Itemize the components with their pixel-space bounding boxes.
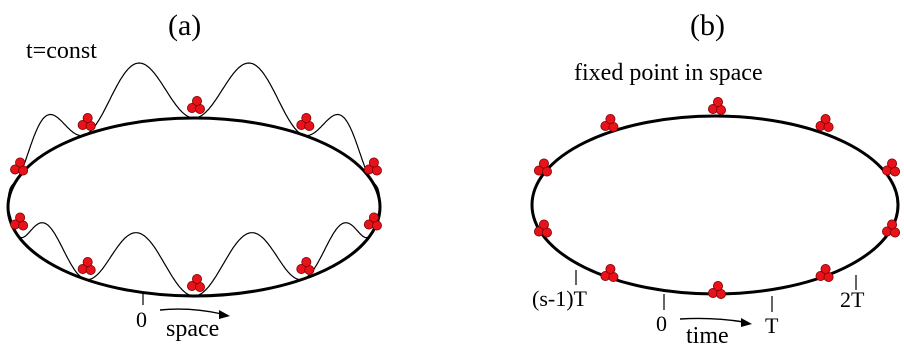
particle-cluster <box>10 157 29 176</box>
particle-clusters-a <box>10 96 382 292</box>
particle <box>605 113 616 124</box>
particle <box>301 257 312 268</box>
particle-cluster <box>77 112 96 131</box>
tick-label-s-minus-1: (s-1)T <box>532 286 588 311</box>
panel-a-caption: t=const <box>26 38 97 64</box>
axis-label-time: time <box>686 323 729 346</box>
particle <box>368 212 379 223</box>
particle <box>605 264 616 275</box>
particle-cluster <box>363 212 382 231</box>
particle <box>887 219 898 230</box>
particle <box>15 157 26 168</box>
particle-cluster <box>600 264 619 283</box>
particle-cluster <box>186 96 205 115</box>
time-arrowhead <box>741 318 752 327</box>
particle-cluster <box>815 264 834 283</box>
panel-a-label: (a) <box>168 9 201 42</box>
particle-cluster <box>186 273 205 292</box>
particle-cluster <box>533 158 552 177</box>
axis-label-space: space <box>166 316 219 342</box>
particle-cluster <box>77 257 96 276</box>
particle <box>82 112 93 123</box>
tick-label-zero: 0 <box>656 311 667 336</box>
ring-b <box>530 114 900 296</box>
particle-cluster <box>533 219 552 238</box>
particle <box>82 257 93 268</box>
particle <box>301 112 312 123</box>
particle-cluster <box>708 97 727 116</box>
particle <box>538 158 549 169</box>
particle <box>820 113 831 124</box>
particle <box>191 273 202 284</box>
particle-cluster <box>363 157 382 176</box>
particle <box>191 96 202 107</box>
particle-cluster <box>882 219 901 238</box>
wave-back <box>7 62 381 207</box>
panel-b-caption: fixed point in space <box>574 60 763 86</box>
particle-clusters-b <box>533 97 901 299</box>
particle <box>538 219 549 230</box>
particle <box>368 157 379 168</box>
particle-cluster <box>10 212 29 231</box>
ring-a <box>6 116 382 298</box>
panel-a: (a) t=const 0 space <box>6 9 382 342</box>
particle-cluster <box>296 112 315 131</box>
tick-label-2t: 2T <box>840 287 865 312</box>
panel-b-label: (b) <box>690 9 725 42</box>
particle <box>15 212 26 223</box>
particle-cluster <box>296 257 315 276</box>
particle-cluster <box>815 113 834 132</box>
panel-b: (b) fixed point in space (s-1)T 0 T 2T t… <box>530 9 901 346</box>
space-arrowhead <box>219 310 230 319</box>
tick-label-t: T <box>765 313 779 338</box>
space-arrow <box>159 308 223 315</box>
wave-front <box>7 207 381 297</box>
particle <box>820 264 831 275</box>
particle-cluster <box>882 158 901 177</box>
particle-cluster <box>600 113 619 132</box>
particle <box>887 158 898 169</box>
time-arrow <box>679 317 745 323</box>
particle <box>713 97 724 108</box>
origin-label-a: 0 <box>136 307 147 332</box>
particle-cluster <box>708 280 727 299</box>
particle <box>713 280 724 291</box>
